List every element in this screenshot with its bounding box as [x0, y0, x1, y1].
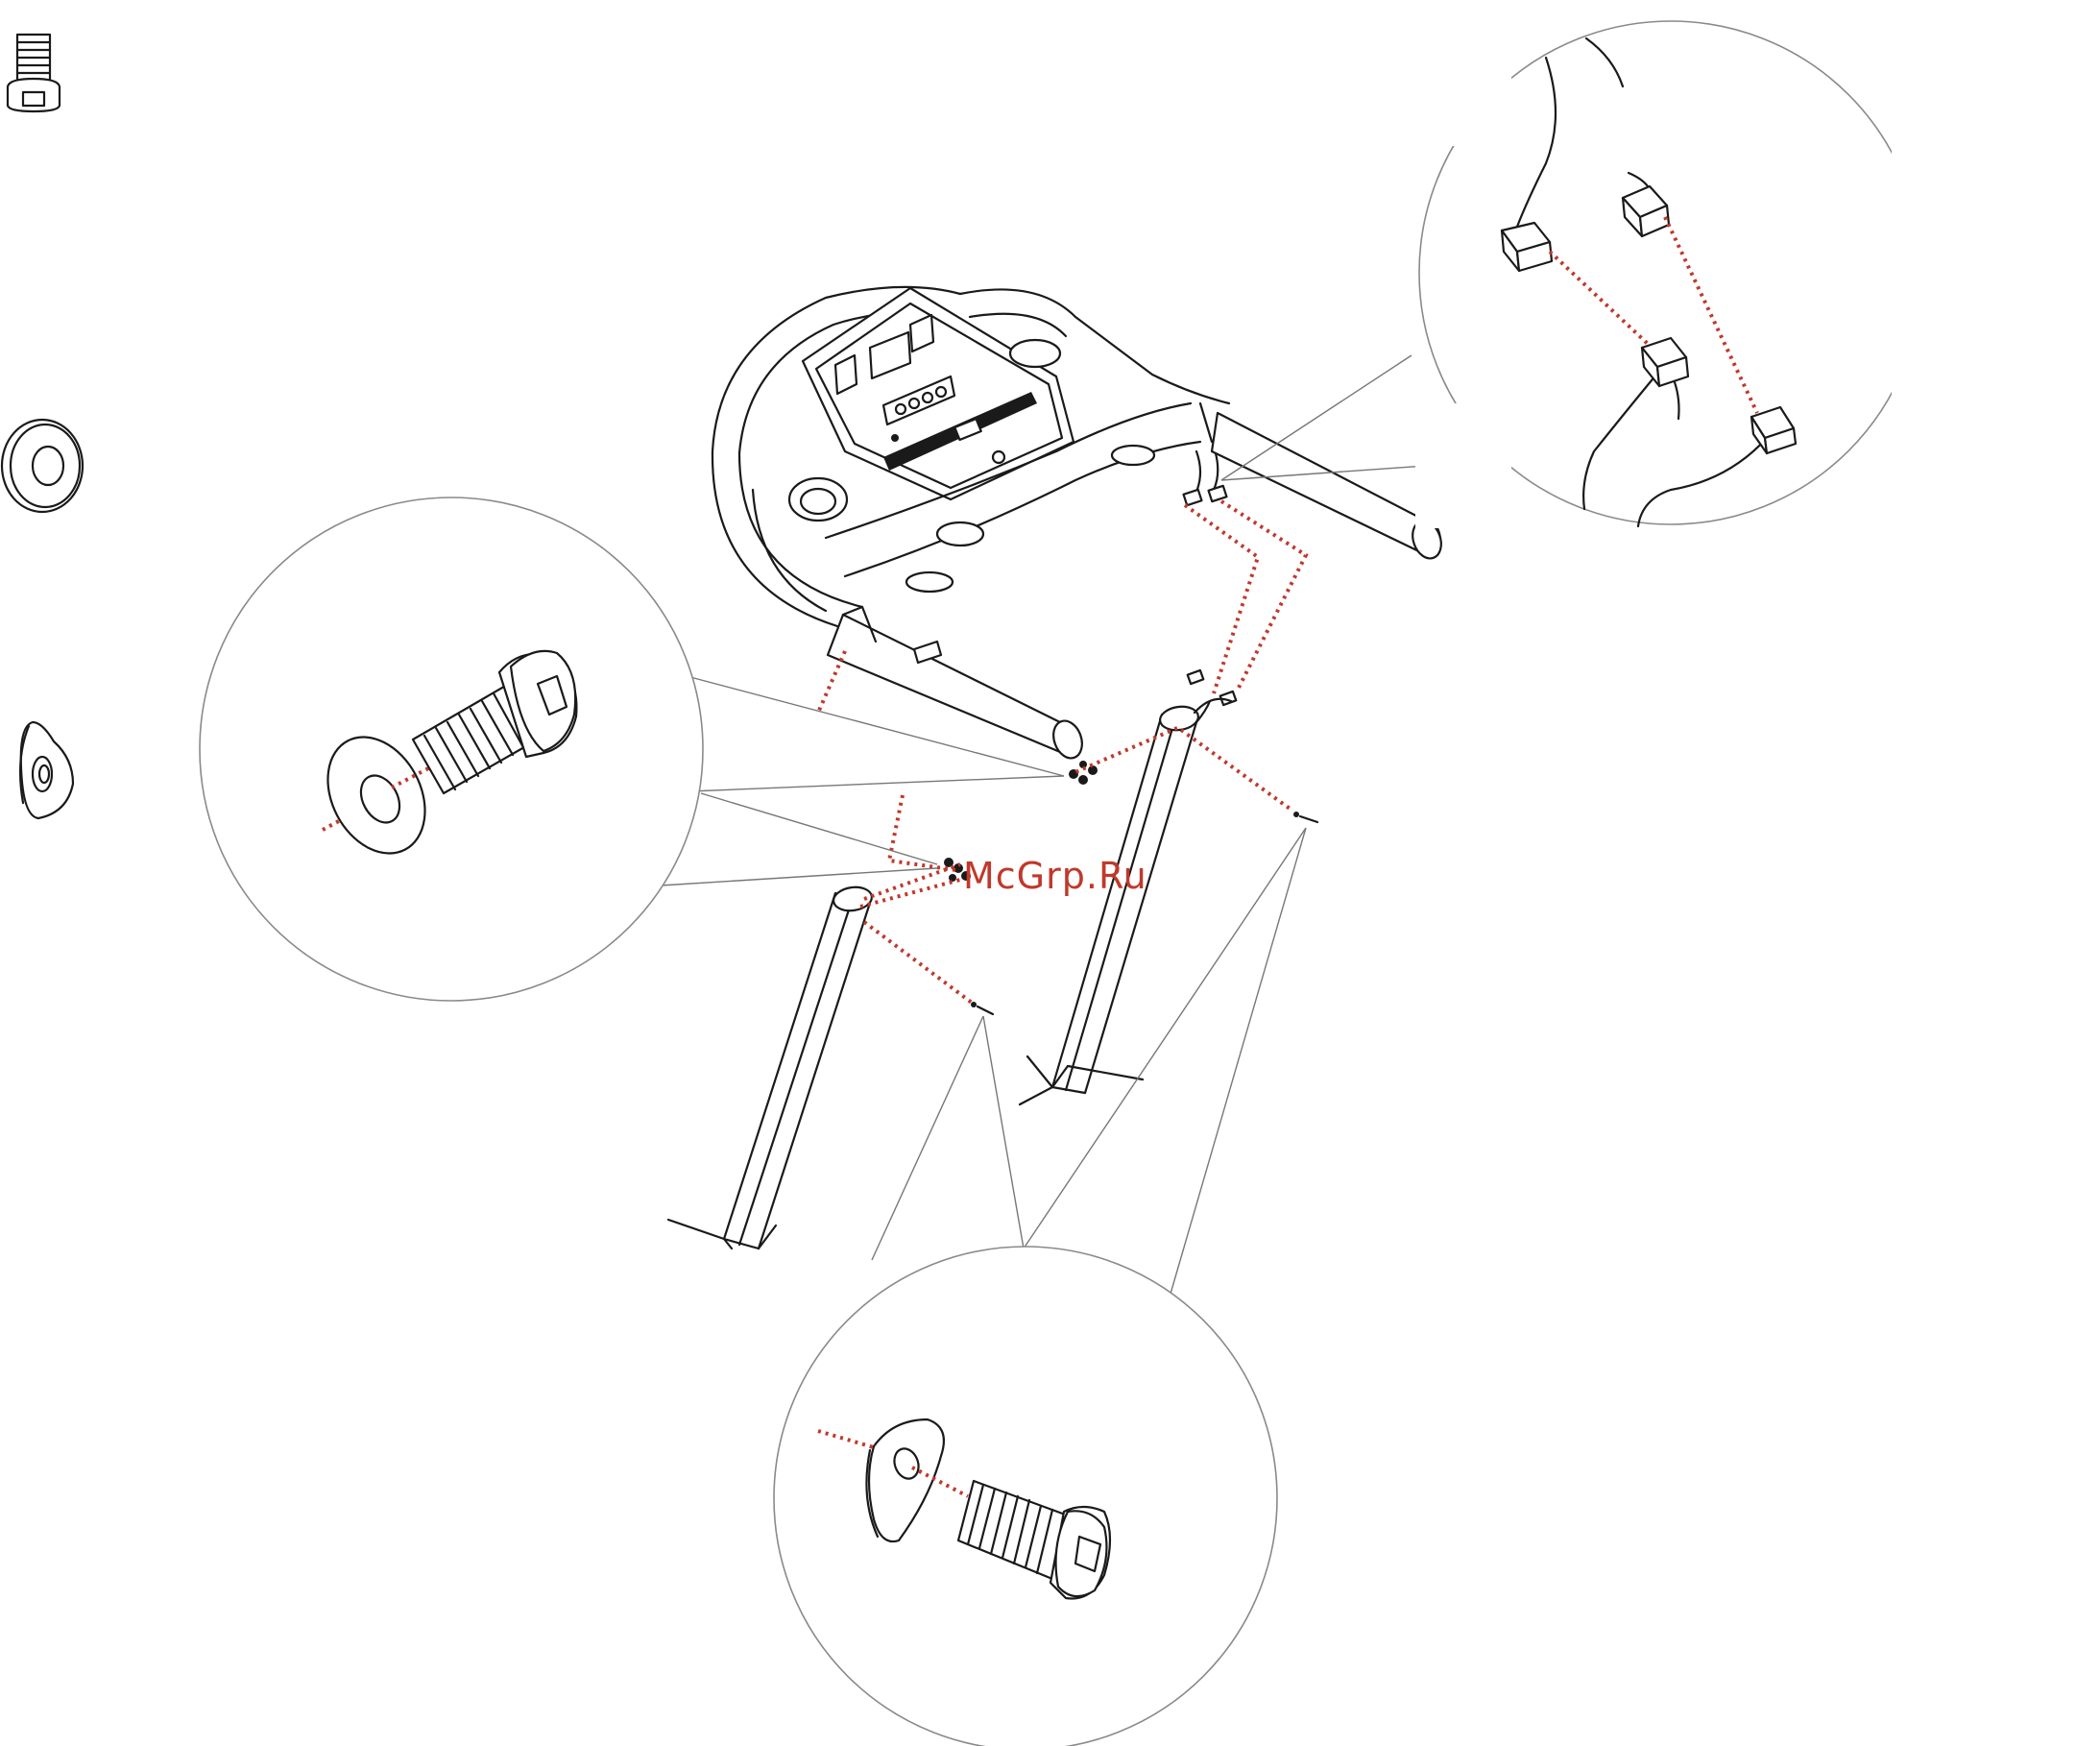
bolt-icon: [8, 35, 60, 111]
left-upright-tube: [668, 885, 873, 1249]
bolt-and-curved-washer-detail: [774, 1247, 1277, 1746]
bolt-and-flat-washer-detail: [200, 497, 703, 1001]
screw-right: [1293, 812, 1317, 822]
treadmill-console-assembly: [712, 287, 1446, 763]
watermark-text: McGrp.Ru: [963, 855, 1147, 897]
flat-washer-icon: [2, 420, 83, 512]
fastener-group-upper: [1069, 761, 1098, 785]
curved-washer-icon: [20, 722, 73, 818]
screw-left: [971, 1002, 993, 1014]
cable-connector-detail: [1415, 19, 1959, 528]
